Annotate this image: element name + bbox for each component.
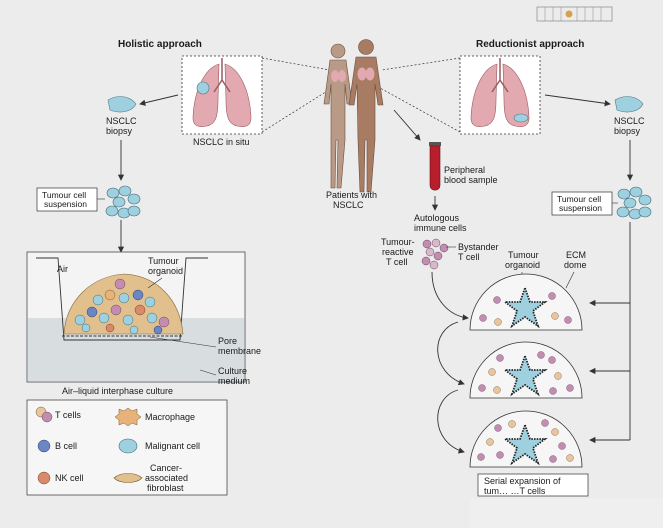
legend-t-cells: T cells <box>55 410 81 420</box>
bystander-label-1: Bystander <box>458 242 499 252</box>
legend-caf-2: associated <box>145 473 188 483</box>
pore-label-2: membrane <box>218 346 261 356</box>
tumour-susp-left-box <box>36 187 98 212</box>
fibroblast-icon <box>113 473 143 483</box>
serial-expansion-box <box>477 473 589 497</box>
tumour-susp-right-2: suspension <box>559 203 602 213</box>
grid-icon <box>536 6 613 22</box>
lungs-reductionist-panel <box>459 55 541 135</box>
ecm-dome-3 <box>469 410 583 468</box>
nk-cell-icon <box>37 471 51 485</box>
lungs-in-situ-panel <box>181 55 263 135</box>
biopsy-right-icon <box>614 96 644 113</box>
tumour-organoid-right-1: Tumour <box>508 250 539 260</box>
pore-label-1: Pore <box>218 336 237 346</box>
culture-label-1: Culture <box>218 366 247 376</box>
tumour-susp-left-2: suspension <box>44 199 87 209</box>
tumour-reactive-label-3: T cell <box>386 257 407 267</box>
tumour-cell-cluster-right <box>616 186 652 220</box>
ecm-label-2: dome <box>564 260 587 270</box>
organoid-cells <box>74 278 170 335</box>
autologous-label-2: immune cells <box>414 223 467 233</box>
legend-caf-3: fibroblast <box>147 483 184 493</box>
culture-label-2: medium <box>218 376 250 386</box>
tumour-reactive-label-1: Tumour- <box>381 237 415 247</box>
tumour-reactive-label-2: reactive <box>382 247 414 257</box>
peripheral-label-1: Peripheral <box>444 165 485 175</box>
right-lung <box>224 63 252 128</box>
patients-figure <box>323 39 384 193</box>
legend-malignant-cell: Malignant cell <box>145 441 200 451</box>
ecm-dome-1 <box>469 273 583 331</box>
tumour-in-lung <box>196 81 210 95</box>
air-label: Air <box>57 264 68 274</box>
macrophage-icon <box>114 407 142 427</box>
legend-nk-cell: NK cell <box>55 473 84 483</box>
ali-culture-label: Air–liquid interphase culture <box>62 386 173 396</box>
legend-macrophage: Macrophage <box>145 412 195 422</box>
ecm-dome-2 <box>469 341 583 399</box>
ecm-label-1: ECM <box>566 250 586 260</box>
autologous-label-1: Autologous <box>414 213 460 223</box>
legend-b-cell: B cell <box>55 441 77 451</box>
tumour-cell-cluster-left <box>105 185 141 219</box>
bystander-label-2: T cell <box>458 252 479 262</box>
patients-label-2: NSCLC <box>333 200 364 210</box>
tumour-susp-right-1: Tumour cell <box>557 194 601 204</box>
tumour-susp-right-box <box>551 191 613 216</box>
tumour-susp-left-1: Tumour cell <box>42 190 86 200</box>
serial-label-2: tum… …T cells <box>484 486 546 496</box>
malignant-cell-icon <box>118 438 138 454</box>
bottom-blur-overlay <box>470 498 663 528</box>
legend-caf-1: Cancer- <box>150 463 182 473</box>
biopsy-left-label-1: NSCLC <box>106 116 137 126</box>
left-lung <box>192 63 220 128</box>
blood-tube-icon <box>429 142 441 191</box>
tumour-organoid-right-2: organoid <box>505 260 540 270</box>
tumour-organoid-left-1: Tumour <box>148 256 179 266</box>
legend-box <box>26 399 228 496</box>
nsclc-in-situ-label: NSCLC in situ <box>193 137 250 147</box>
ali-culture-panel <box>26 251 246 383</box>
peripheral-label-2: blood sample <box>444 175 498 185</box>
holistic-title: Holistic approach <box>118 39 202 50</box>
tumour-organoid-left-2: organoid <box>148 266 183 276</box>
reductionist-title: Reductionist approach <box>476 39 584 50</box>
immune-cell-cluster <box>421 238 449 270</box>
patients-label-1: Patients with <box>326 190 377 200</box>
serial-label-1: Serial expansion of <box>484 476 561 486</box>
biopsy-right-label-2: biopsy <box>614 126 641 136</box>
biopsy-right-label-1: NSCLC <box>614 116 645 126</box>
biopsy-left-label-2: biopsy <box>106 126 133 136</box>
biopsy-left-icon <box>107 96 137 113</box>
b-cell-icon <box>37 439 51 453</box>
